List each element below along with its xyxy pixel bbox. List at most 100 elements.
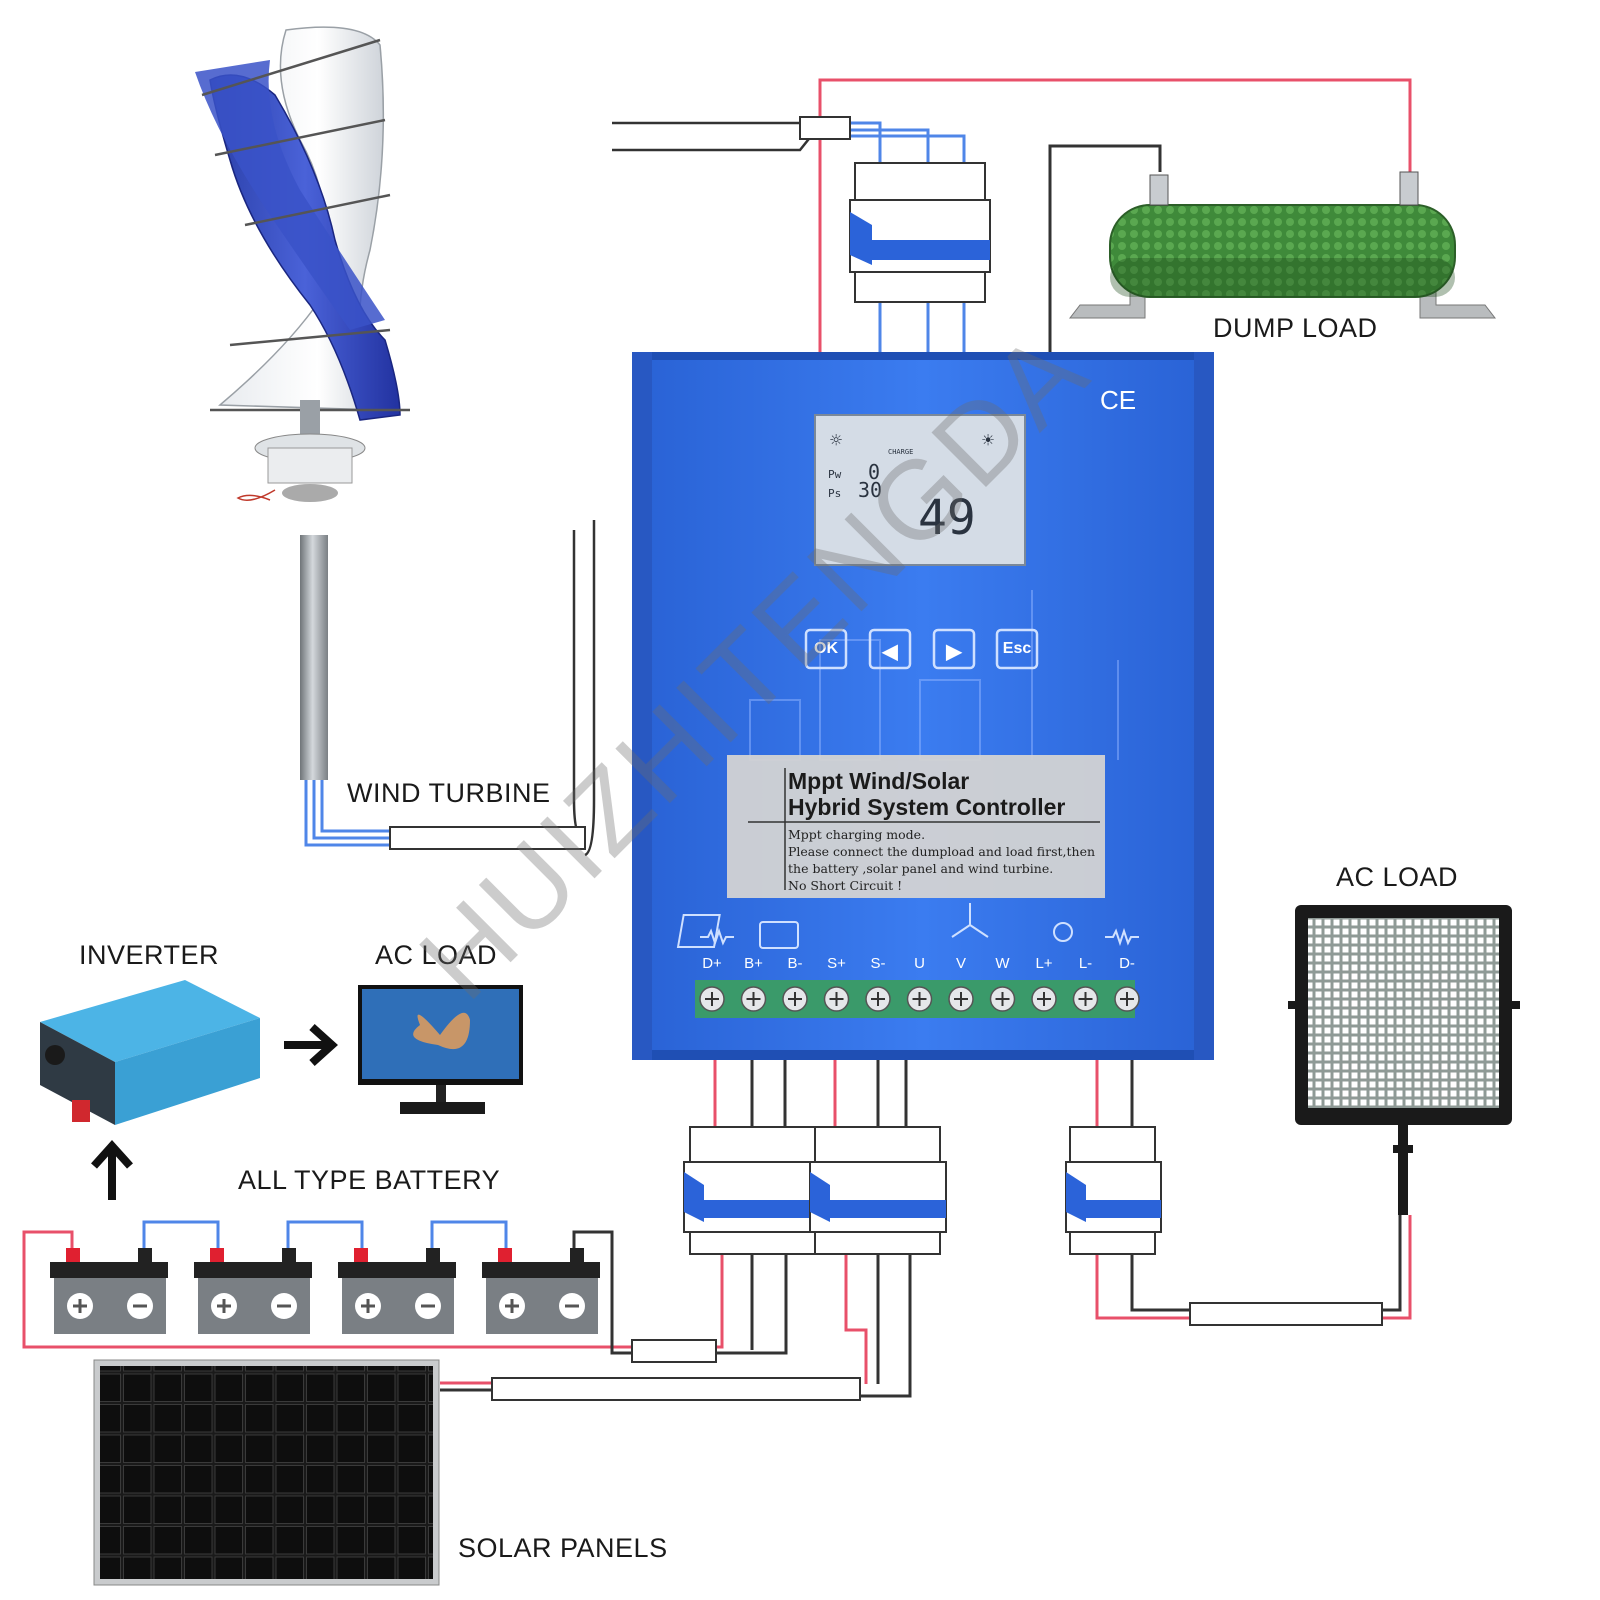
hybrid-controller [632, 352, 1214, 1060]
battery-top [50, 1262, 168, 1278]
battery-positive-terminal [66, 1248, 80, 1262]
load-breaker-top [1069, 1126, 1156, 1164]
ok-button-shape[interactable] [804, 628, 848, 670]
turbine-strut-4 [229, 328, 391, 347]
wind-turbine-label: WIND TURBINE [347, 778, 551, 808]
controller-lcd [814, 414, 1026, 566]
turbine-cable-bend-2 [584, 520, 596, 857]
lcd-ps-label: Ps [828, 487, 842, 500]
left-button-shape[interactable] [868, 628, 912, 670]
turbine-pole-wires [304, 780, 390, 847]
terminal-label: D- [1119, 955, 1135, 972]
terminal-screws [699, 986, 1140, 1012]
load-out-red [1095, 1250, 1190, 1320]
turbine-cable-bend [572, 530, 586, 842]
plus-sign-icon [217, 1299, 231, 1313]
load-out-black [1130, 1250, 1190, 1312]
lcd-pw-value: 0 [868, 460, 881, 484]
battery-negative-terminal [282, 1248, 296, 1262]
battery-negative-terminal [426, 1248, 440, 1262]
turbine-breaker-handle-bar [872, 240, 990, 260]
turbine-wire-blue-2 [850, 128, 930, 162]
inverter-red-terminal [72, 1100, 90, 1122]
battery-cable-sleeve [631, 1339, 717, 1363]
plus-sign-icon [361, 1299, 375, 1313]
controller-fin-right [1194, 352, 1214, 1060]
turbine-lead-wires [236, 489, 276, 501]
battery-icon [759, 921, 799, 949]
controller-label-plate [727, 755, 1105, 898]
right-arrow-button[interactable]: ▶ [946, 641, 962, 663]
ac-load-left-label: AC LOAD [375, 940, 498, 970]
monitor-screen [362, 989, 519, 1079]
esc-button[interactable]: Esc [1002, 640, 1032, 657]
solar-breaker-handle [830, 1200, 946, 1218]
arrow-up-icon [91, 1140, 133, 1200]
ce-mark: CE [1100, 385, 1137, 415]
esc-button-shape[interactable] [995, 628, 1039, 670]
battery-link-2 [286, 1220, 364, 1248]
controller-note-4: No Short Circuit ! [788, 878, 903, 893]
dump-load-negative-wire [1048, 144, 1162, 352]
turbine-strut-1 [201, 38, 381, 97]
solar-panels-label: SOLAR PANELS [458, 1533, 668, 1563]
turbine-wire-blue-3 [850, 134, 966, 162]
left-arrow-button[interactable]: ◀ [882, 641, 898, 663]
inverter-side [115, 1018, 260, 1125]
battery-negative-main [572, 1230, 632, 1355]
wind-icon [951, 903, 989, 938]
terminal-label: L+ [1035, 955, 1053, 972]
floodlight-stand [1398, 1125, 1408, 1215]
turbine-generator-base [282, 484, 338, 502]
turbine-wire-blue-1 [850, 121, 882, 162]
dump-load-terminal-left [1149, 174, 1169, 206]
battery-negative-terminal [138, 1248, 152, 1262]
right-button-shape[interactable] [932, 628, 976, 670]
lcd-sun-icon: ☼ [830, 428, 843, 452]
turbine-breaker-bottom-block [854, 271, 986, 303]
battery-link-3 [430, 1220, 508, 1248]
dump-resistor-icon-right [1105, 927, 1139, 947]
lamp-cable-red [1382, 1215, 1412, 1320]
turbine-cable-top-2 [612, 124, 821, 152]
battery-breaker-bottom [689, 1231, 816, 1255]
solar-panel-cells [100, 1366, 433, 1579]
terminal-screw-slot [995, 992, 1010, 1006]
controller-note-2: Please connect the dumpload and load fir… [788, 844, 1096, 859]
inverter-socket [45, 1045, 65, 1065]
terminal-screw-slot [1120, 992, 1134, 1006]
turbine-cable-sleeve-bottom [389, 826, 586, 850]
ok-button[interactable]: OK [814, 640, 838, 657]
battery-breaker-top [689, 1126, 816, 1164]
controller-fin-left [632, 352, 652, 1060]
monitor-stand [436, 1085, 446, 1105]
terminal-screw-slot [705, 992, 719, 1006]
battery-top [338, 1262, 456, 1278]
plus-sign-icon [73, 1299, 87, 1313]
turbine-generator-body [267, 447, 353, 484]
battery-positive-terminal [498, 1248, 512, 1262]
load-breaker-bottom [1069, 1231, 1156, 1255]
load-breaker-blue-strip [1066, 1172, 1086, 1222]
arrow-right-icon [284, 1024, 338, 1066]
turbine-breaker [849, 162, 991, 303]
bat-breaker-out-3 [700, 1250, 788, 1355]
load-breaker-handle [1086, 1200, 1161, 1218]
solar-breaker [809, 1126, 947, 1255]
terminal-screw-slot [1078, 992, 1093, 1006]
solar-panel [93, 1359, 440, 1586]
ac-load-right-label: AC LOAD [1336, 862, 1459, 892]
terminal-screw-slot [829, 992, 844, 1006]
terminal-label: W [995, 955, 1010, 972]
terminal-label: L- [1078, 955, 1093, 972]
inverter-top [40, 980, 260, 1062]
battery-breaker [683, 1126, 821, 1255]
wind-turbine-illustration [195, 26, 410, 780]
led-floodlight [1288, 905, 1520, 1215]
inverter [40, 980, 260, 1125]
solar-out-red [844, 1250, 868, 1384]
controller-note-3: the battery ,solar panel and wind turbin… [788, 861, 1054, 876]
solar-cable-sleeve [491, 1377, 861, 1401]
monitor-base [400, 1102, 485, 1114]
